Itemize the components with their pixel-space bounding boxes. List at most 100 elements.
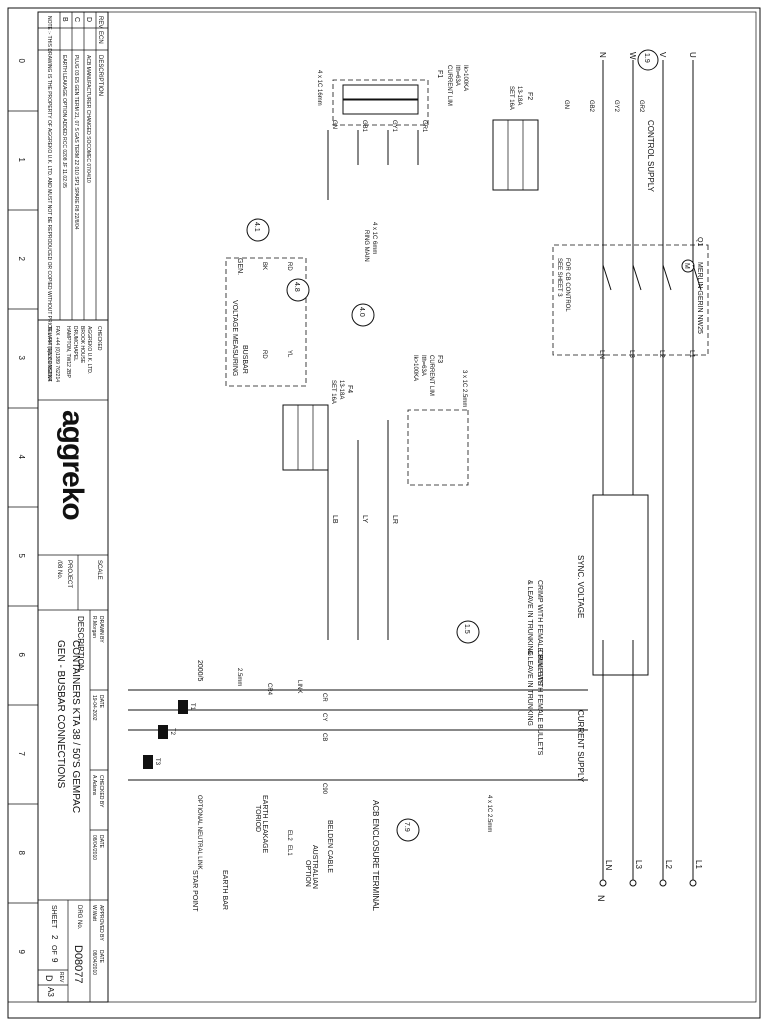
rev-label: REV: [58, 972, 64, 983]
ecn-header: ECN: [97, 31, 103, 44]
f1-name: F1: [436, 70, 443, 78]
address-line: BROOK HOUSE: [79, 326, 85, 364]
wire-label: GR1: [421, 120, 427, 133]
ring-main-label: RING MAIN: [363, 230, 369, 262]
column-number: 5: [17, 554, 26, 559]
belden-cable: BELDEN CABLE: [326, 820, 333, 873]
busbar-term: BK: [261, 262, 267, 270]
column-number: 3: [17, 356, 26, 361]
paper-size: A3: [46, 987, 55, 997]
f2-spec: 13-18A: [516, 86, 522, 105]
checked-by-value: A.Adams: [91, 775, 97, 796]
date-label: DATE: [98, 835, 104, 849]
of-label: OF: [50, 945, 57, 955]
ref-label: 1.9: [643, 53, 650, 63]
earth-leakage-label: EARTH LEAKAGE: [261, 795, 268, 854]
description-header: DESCRIPTION: [97, 55, 103, 96]
neutral-label: N: [596, 895, 606, 902]
wire-label: CR: [321, 693, 327, 702]
ring-main: 4.1 4.0 4 x 1C 6mm RING MAIN: [246, 218, 377, 327]
sheet-number: 2: [50, 935, 59, 940]
out-phase-label: L3: [634, 860, 643, 869]
earth-leakage-section: 7.9 EARTH LEAKAGE TORIOD BELDEN CABLE EL…: [191, 795, 420, 912]
ct-t3: [143, 755, 153, 769]
f4-spec: 13-18A: [338, 380, 344, 399]
f3-name: F3: [436, 355, 443, 363]
term-label: GY2: [613, 100, 619, 113]
revision-description: EARTH LEAKAGE OPTION ADDED RCC 0208 JF 1…: [61, 55, 67, 188]
f1-spec: Ik>100KA: [462, 65, 468, 91]
busbar-term: YL: [286, 350, 292, 358]
acb-contact: [602, 264, 612, 335]
acb-contact: [692, 264, 702, 335]
ref-label: 1.5: [463, 624, 470, 634]
ct-t2: [158, 725, 168, 739]
bus-line-label: LB: [331, 515, 338, 524]
address-line: AGGREKO U.K. LTD.: [86, 326, 92, 374]
el-label: EL2: [286, 830, 292, 841]
drawing-border: [7, 7, 761, 1019]
ring-main-cable: 4 x 1C 6mm: [371, 222, 377, 254]
f1-current-limiter: F1 CURRENT LIM Ith=63A Ik>100KA 4 x 1C 1…: [316, 65, 468, 126]
phase-label-v: V: [658, 52, 667, 58]
wire-label: GN: [331, 120, 337, 129]
wire-label: CB: [321, 733, 327, 741]
f4-fuse: [282, 404, 329, 471]
project-label: PROJECT: [66, 560, 72, 588]
date-label: DATE: [98, 695, 104, 709]
approved-by-value: W.Watt: [91, 905, 97, 922]
ct-label: T2: [169, 728, 175, 736]
link-label: LINK: [296, 680, 302, 693]
revision-description: ACB MANUFACTURER CHANGED SOCOMEC 07/04/1…: [85, 55, 91, 183]
ct-ratio: 2000/5: [196, 660, 203, 682]
rev-header: REV: [97, 16, 103, 28]
checked-date: 08/04/2010: [91, 835, 97, 860]
f3-spec: Ik>100KA: [412, 355, 418, 381]
f3-spec: CURRENT LIM: [428, 355, 434, 396]
term-label: GN: [563, 100, 569, 109]
el-label: EL1: [286, 845, 292, 856]
optional-link: OPTIONAL NEUTRAL LINK: [196, 795, 202, 870]
toroid-label: TORIOD: [254, 805, 261, 832]
title-block: REV ECN DESCRIPTION D ACB MANUFACTURER C…: [37, 11, 109, 1003]
motor-icon: [681, 259, 695, 273]
control-supply-label: CONTROL SUPPLY: [646, 120, 655, 193]
busbar-term: RD: [286, 262, 292, 271]
revision-letter: C: [73, 17, 80, 22]
output-phase-lines: L1 L2 L3 LN N: [596, 640, 703, 902]
address-line: DRUMCHAPEL: [72, 326, 78, 361]
acb-label: Q1: [696, 237, 703, 246]
current-supply-cable: 4 x 1C 2.5mm: [486, 795, 492, 832]
earth-bar-label: EARTH BAR: [221, 870, 228, 910]
busbar-gen: GEN.: [236, 258, 243, 275]
description-label: DESCRIPTION: [76, 616, 85, 671]
out-phase-label: L1: [694, 860, 703, 869]
revision-letter: B: [61, 17, 68, 22]
ref-label: 4.8: [293, 282, 300, 292]
ct-label: T1: [189, 703, 195, 711]
f3-spec: Ith=63A: [420, 355, 426, 376]
phase-out-label: L1: [688, 350, 695, 358]
acb-contact: [662, 264, 672, 335]
phase-label-w: W: [628, 52, 637, 60]
crimp-note: & LEAVE IN TRUNKING: [526, 650, 533, 726]
revision-description: PLUG 03 E5 GEN TERM 21, 07 S GAS TERM 22…: [73, 55, 79, 230]
f1-spec: Ith=63A: [454, 65, 460, 86]
option-label: OPTION: [304, 860, 311, 887]
busbar-term: RD: [261, 350, 267, 359]
sheet-total: 9: [50, 958, 59, 963]
motor-label: M: [683, 263, 690, 269]
crimp-note: CRIMP WITH FEMALE BULLETS: [536, 650, 543, 756]
wire-label: GY1: [391, 120, 397, 133]
acb-contact: [632, 264, 642, 335]
ref-label: 7.9: [403, 822, 410, 832]
drg-no-label: DRG No.: [76, 905, 82, 930]
column-number: 1: [17, 158, 26, 163]
rev-value: D: [44, 975, 54, 982]
crimp-note: & LEAVE IN TRUNKING: [526, 580, 533, 656]
column-number: 8: [17, 851, 26, 856]
ref-circle: [637, 49, 659, 71]
